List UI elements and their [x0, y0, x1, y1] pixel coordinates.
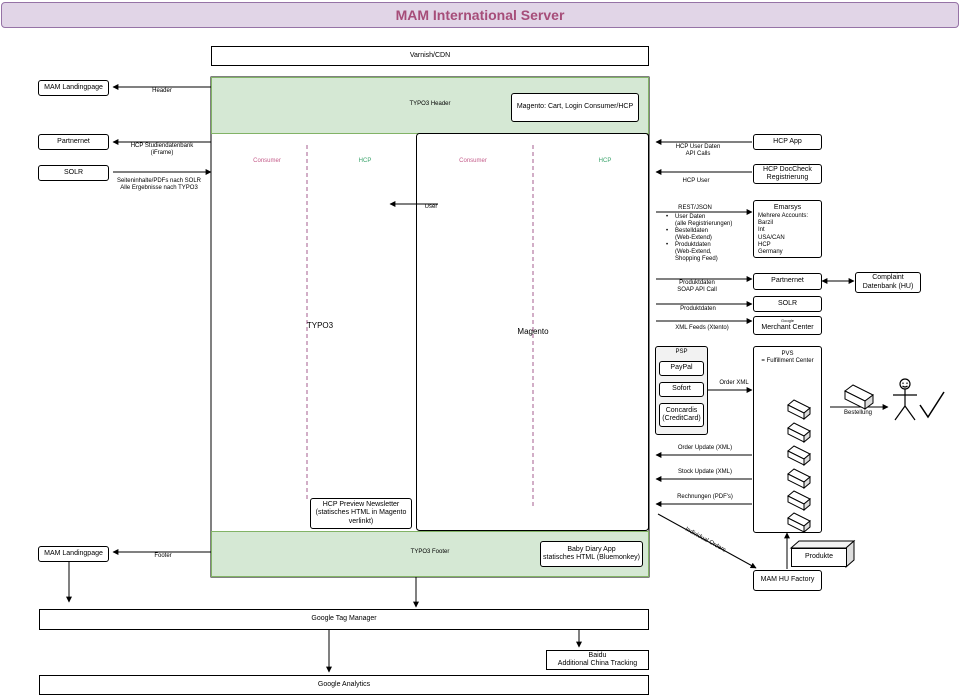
page-title: MAM International Server — [395, 6, 565, 23]
pvs-label: PVS = Fulfillment Center — [761, 351, 814, 364]
varnish-box: Varnish/CDN — [211, 46, 649, 66]
baby-diary-label: Baby Diary App statisches HTML (Bluemonk… — [543, 545, 640, 561]
stock-update-edge-label: Stock Update (XML) — [677, 469, 733, 475]
mam-hu-label: MAM HU Factory — [760, 576, 815, 584]
partnernet-right-box: Partnernet — [753, 273, 822, 290]
complaint-box: Complaint Datenbank (HU) — [855, 272, 921, 293]
typo3-header-label: TYPO3 Header — [409, 101, 451, 107]
baidu-box: Baidu Additional China Tracking — [546, 650, 649, 670]
hcp-doccheck-box: HCP DocCheck Registrierung — [753, 164, 822, 184]
partnernet-left-label: Partnernet — [57, 137, 90, 145]
emarsys-box: Emarsys Mehrere Accounts: Barzil Int USA… — [753, 200, 822, 258]
mam-hu-box: MAM HU Factory — [753, 570, 822, 591]
typo3-footer-band — [211, 531, 649, 577]
solr-right-label: SOLR — [777, 299, 798, 307]
produktdaten-soap-edge-label: Produktdaten SOAP API Call — [677, 280, 717, 294]
hcp-studien-edge-label: HCP Studiendatenbank (iFrame) — [130, 143, 194, 157]
produkte-box: Produkte — [791, 548, 847, 567]
order-update-edge-label: Order Update (XML) — [677, 445, 733, 451]
gtm-box: Google Tag Manager — [39, 609, 649, 630]
emarsys-body: Mehrere Accounts: Barzil Int USA/CAN HCP… — [758, 213, 809, 255]
gtm-label: Google Tag Manager — [311, 615, 377, 623]
mam-landing-bottom-box: MAM Landingpage — [38, 546, 109, 562]
varnish-label: Varnish/CDN — [409, 51, 451, 59]
complaint-label: Complaint Datenbank (HU) — [862, 274, 914, 290]
sofort-box: Sofort — [659, 382, 704, 397]
magento-cart-label: Magento: Cart, Login Consumer/HCP — [516, 103, 634, 111]
concardis-label: Concardis (CreditCard) — [662, 406, 701, 422]
hcp-app-label: HCP App — [773, 137, 802, 145]
hcp-preview-box: HCP Preview Newsletter (statisches HTML … — [310, 498, 412, 529]
produkte-label: Produkte — [804, 553, 834, 561]
mam-landing-top-box: MAM Landingpage — [38, 80, 109, 96]
footer-edge-label: Footer — [154, 553, 172, 559]
analytics-label: Google Analytics — [317, 680, 371, 688]
rest-json-edge-label: REST/JSON — [678, 205, 712, 211]
partnernet-right-label: Partnernet — [771, 277, 804, 285]
magento-hcp-label: HCP — [598, 158, 612, 164]
header-edge-label: Header — [152, 88, 172, 94]
concardis-box: Concardis (CreditCard) — [659, 403, 704, 427]
paypal-label: PayPal — [670, 364, 693, 372]
hcp-preview-label: HCP Preview Newsletter (statisches HTML … — [315, 501, 407, 525]
rest-item: •User Daten (alle Registrierungen) — [666, 214, 733, 228]
hcp-user-edge-label: HCP User — [682, 178, 710, 184]
google-mc-small-label: Google — [781, 318, 794, 324]
rest-item: •Bestelldaten (Web-Extend) — [666, 228, 712, 242]
hcp-doccheck-label: HCP DocCheck Registrierung — [763, 165, 812, 181]
solr-left-label: SOLR — [63, 168, 84, 176]
rest-item: •Produktdaten (Web-Extend, Shopping Feed… — [666, 242, 718, 263]
hcp-app-box: HCP App — [753, 134, 822, 150]
hcp-user-daten-edge-label: HCP User Daten API Calls — [675, 144, 721, 158]
paypal-box: PayPal — [659, 361, 704, 376]
solr-right-box: SOLR — [753, 296, 822, 312]
google-mc-box: Google Merchant Center — [753, 316, 822, 335]
bestellung-edge-label: Bestellung — [843, 410, 873, 416]
customer-person-icon — [893, 378, 917, 421]
checkmark-icon — [919, 391, 945, 419]
mam-landing-top-label: MAM Landingpage — [44, 83, 103, 91]
emarsys-title: Emarsys — [773, 204, 802, 211]
package-icons — [787, 399, 811, 534]
typo3-hcp-label: HCP — [358, 158, 372, 164]
google-mc-label: Merchant Center — [761, 323, 814, 331]
title-banner: MAM International Server — [1, 2, 959, 28]
magento-container — [416, 133, 649, 531]
typo3-consumer-label: Consumer — [253, 158, 281, 164]
produktdaten-edge-label: Produktdaten — [680, 306, 716, 312]
user-edge-label: User — [424, 204, 438, 210]
rechnungen-edge-label: Rechnungen (PDF's) — [677, 494, 733, 500]
baidu-label: Baidu Additional China Tracking — [557, 651, 638, 667]
order-xml-edge-label: Order XML — [719, 380, 749, 386]
analytics-box: Google Analytics — [39, 675, 649, 695]
pvs-container: PVS = Fulfillment Center — [753, 346, 822, 533]
partnernet-left-box: Partnernet — [38, 134, 109, 150]
magento-label: Magento — [517, 327, 549, 336]
magento-consumer-label: Consumer — [459, 158, 487, 164]
magento-cart-box: Magento: Cart, Login Consumer/HCP — [511, 93, 639, 122]
typo3-footer-label: TYPO3 Footer — [410, 549, 450, 555]
mam-landing-bottom-label: MAM Landingpage — [44, 549, 103, 557]
edge-individual-orders — [657, 513, 757, 569]
xml-feeds-edge-label: XML Feeds (Xtento) — [675, 325, 729, 331]
psp-label: PSP — [675, 349, 688, 355]
sofort-label: Sofort — [672, 385, 691, 393]
bestellung-package-icon — [844, 384, 874, 410]
rest-items-list: •User Daten (alle Registrierungen) •Best… — [666, 214, 756, 264]
typo3-label: TYPO3 — [306, 321, 334, 330]
solr-content-edge-label: Seiteninhalte/PDFs nach SOLR Alle Ergebn… — [116, 178, 202, 192]
baby-diary-box: Baby Diary App statisches HTML (Bluemonk… — [540, 541, 643, 567]
solr-left-box: SOLR — [38, 165, 109, 181]
